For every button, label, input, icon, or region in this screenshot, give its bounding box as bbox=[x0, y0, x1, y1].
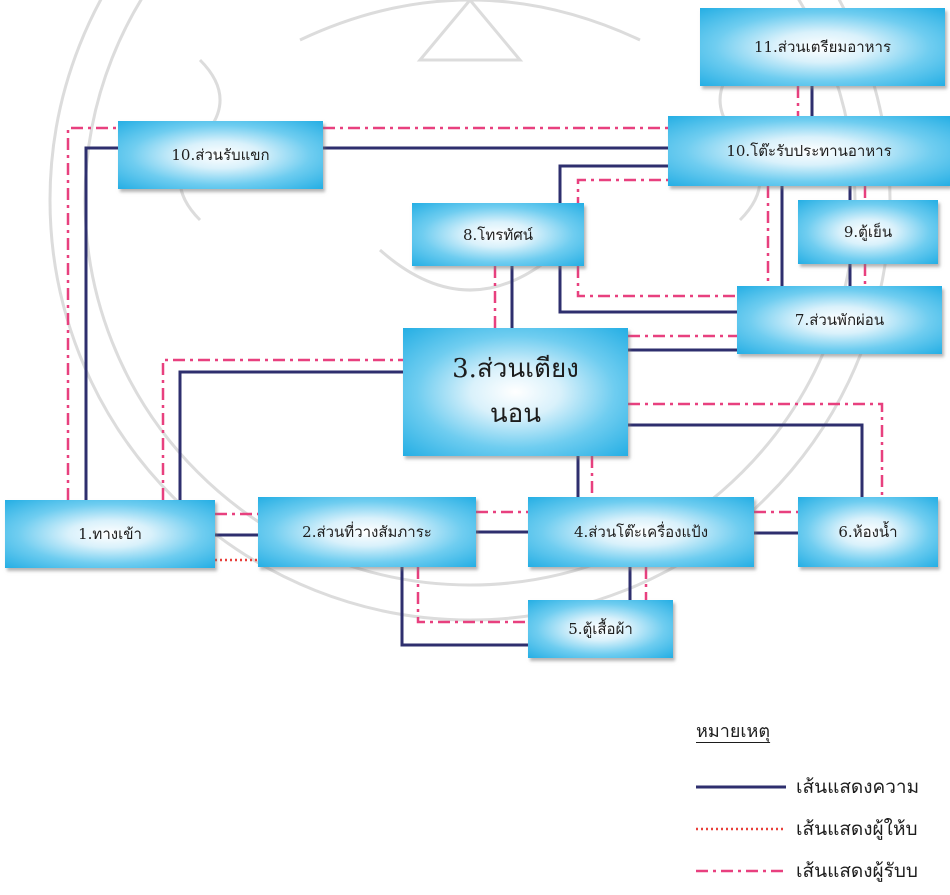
line-tv-rest bbox=[558, 266, 737, 314]
node-fridge-label: 9.ตู้เย็น bbox=[843, 223, 893, 241]
node-reception-label: 10.ส่วนรับแขก bbox=[171, 146, 270, 164]
node-dining-table: 10.โต๊ะรับประทานอาหาร bbox=[668, 116, 950, 186]
node-food-prep-label: 11.ส่วนเตรียมอาหาร bbox=[753, 38, 892, 56]
line-recv-tv-rest bbox=[576, 266, 737, 298]
legend: หมายเหตุ เส้นแสดงความ เส้นแสดงผู้ให้บ เส… bbox=[690, 698, 950, 895]
legend-item-solid-label: เส้นแสดงความ bbox=[796, 776, 920, 798]
node-rest-area: 7.ส่วนพักผ่อน bbox=[737, 286, 942, 354]
node-dressing-table: 4.ส่วนโต๊ะเครื่องแป้ง bbox=[528, 497, 754, 567]
legend-item-solid: เส้นแสดงความ bbox=[690, 772, 950, 802]
node-luggage-area: 2.ส่วนที่วางสัมภาระ bbox=[258, 497, 476, 567]
node-bed-area-label-line2: นอน bbox=[489, 399, 542, 429]
node-entrance-label: 1.ทางเข้า bbox=[78, 525, 142, 543]
line-recv-entrance-bed bbox=[161, 358, 403, 500]
legend-item-dotted: เส้นแสดงผู้ให้บ bbox=[690, 814, 950, 844]
node-rest-area-label: 7.ส่วนพักผ่อน bbox=[794, 311, 885, 329]
node-bed-area-label-line1: 3.ส่วนเตียง bbox=[452, 353, 579, 384]
node-bathroom-label: 6.ห้องน้ำ bbox=[838, 523, 898, 541]
node-wardrobe-label: 5.ตู้เสื้อผ้า bbox=[568, 620, 633, 638]
line-recv-outer bbox=[66, 126, 118, 500]
line-bed-bathroom bbox=[628, 423, 864, 497]
node-food-prep: 11.ส่วนเตรียมอาหาร bbox=[700, 8, 945, 86]
node-fridge: 9.ตู้เย็น bbox=[798, 200, 938, 264]
line-recv-bed-bathroom bbox=[628, 402, 884, 497]
legend-item-dashdot: เส้นแสดงผู้รับบ bbox=[690, 856, 950, 886]
line-entrance-reception bbox=[84, 146, 118, 500]
legend-title: หมายเหตุ bbox=[696, 721, 771, 742]
legend-item-dashdot-label: เส้นแสดงผู้รับบ bbox=[796, 860, 918, 882]
node-reception: 10.ส่วนรับแขก bbox=[118, 121, 323, 189]
legend-item-dotted-label: เส้นแสดงผู้ให้บ bbox=[796, 818, 918, 840]
line-recv-storage-wardrobe bbox=[416, 567, 528, 624]
node-entrance: 1.ทางเข้า bbox=[5, 500, 215, 568]
node-television: 8.โทรทัศน์ bbox=[412, 203, 584, 266]
node-luggage-area-label: 2.ส่วนที่วางสัมภาระ bbox=[302, 523, 432, 541]
node-television-label: 8.โทรทัศน์ bbox=[463, 225, 533, 244]
legend-dashdot-swatch bbox=[696, 869, 786, 873]
node-bathroom: 6.ห้องน้ำ bbox=[798, 497, 938, 567]
line-entrance-bed bbox=[178, 370, 403, 500]
node-dining-table-label: 10.โต๊ะรับประทานอาหาร bbox=[726, 142, 892, 160]
node-dressing-table-label: 4.ส่วนโต๊ะเครื่องแป้ง bbox=[573, 523, 709, 541]
legend-dotted-swatch bbox=[696, 827, 786, 831]
node-wardrobe: 5.ตู้เสื้อผ้า bbox=[528, 600, 673, 658]
legend-solid-swatch bbox=[696, 785, 786, 789]
node-bed-area: 3.ส่วนเตียง นอน bbox=[403, 328, 628, 456]
line-storage-wardrobe bbox=[400, 567, 528, 647]
